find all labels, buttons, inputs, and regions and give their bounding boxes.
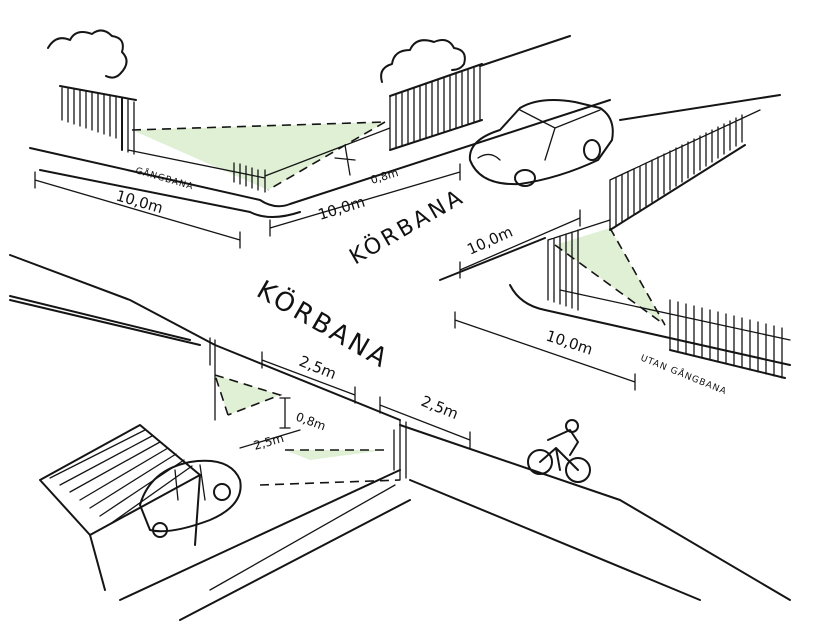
bottom-left-block <box>9 254 411 621</box>
dim-2-5-c: 2,5m <box>252 431 285 453</box>
fence-right-lower <box>559 289 791 379</box>
dim-10m-top: 10,0m <box>316 193 367 224</box>
road-edge-left-near <box>9 295 201 346</box>
road-edge-top-far <box>479 35 571 67</box>
cloud-icon <box>380 39 466 83</box>
fence-top-row <box>264 65 481 177</box>
label-gangbana: GÅNGBANA <box>134 164 195 192</box>
fence-bottom-left <box>209 337 216 421</box>
carport-icon <box>39 424 201 591</box>
dim-2-5-a: 2,5m <box>297 352 339 383</box>
cloud-icon <box>47 29 128 79</box>
label-korbana-top: KÖRBANA <box>345 183 469 270</box>
curb-top-left <box>39 169 301 218</box>
cyclist-icon <box>527 419 591 483</box>
curb-right <box>439 237 791 366</box>
car-icon <box>139 459 242 538</box>
road-edge-right <box>619 94 781 121</box>
dim-2-5-b: 2,5m <box>419 392 461 423</box>
road-edge-top-near <box>29 99 611 208</box>
sight-triangles <box>132 122 665 460</box>
fence-bottom-center <box>393 419 407 481</box>
dim-10m-left: 10,0m <box>114 187 165 218</box>
sight-line-bottom-center <box>259 449 401 486</box>
sight-triangle-bottom-left <box>215 375 280 415</box>
fence-right-upper <box>609 109 761 231</box>
road-edge-bottom-right <box>399 424 791 601</box>
car-icon <box>468 99 614 187</box>
dim-08-top: 0,8m <box>369 166 400 187</box>
fence-front-left <box>127 149 266 193</box>
sight-triangle-right <box>555 228 665 325</box>
fence-right-side <box>547 219 611 311</box>
sight-triangle-bottom-center <box>285 450 385 460</box>
top-left-block <box>29 29 611 218</box>
road-edge-left-far <box>9 254 401 421</box>
sight-triangle-top-left <box>132 122 385 190</box>
label-utan-gangbana: UTAN GÅNGBANA <box>639 352 729 398</box>
